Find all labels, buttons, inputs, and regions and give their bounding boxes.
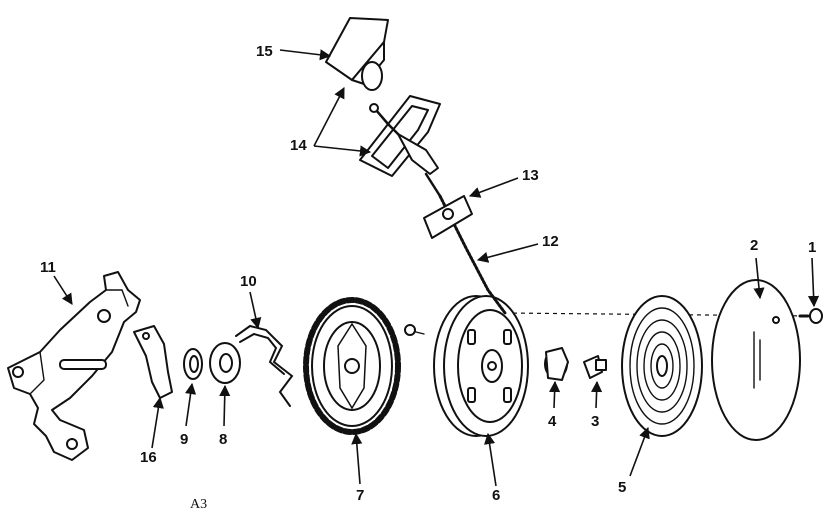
leader-4 — [549, 380, 561, 409]
callout-12: 12 — [542, 233, 559, 250]
leader-7 — [351, 432, 363, 485]
leader-16 — [151, 396, 164, 449]
leader-8 — [219, 384, 231, 427]
callout-15: 15 — [256, 43, 273, 60]
callout-2: 2 — [750, 237, 758, 254]
gear — [303, 297, 401, 435]
callout-6: 6 — [492, 487, 500, 504]
leader-14b — [313, 145, 372, 157]
callout-9: 9 — [180, 431, 188, 448]
leader-12 — [476, 243, 539, 263]
callout-4: 4 — [548, 413, 557, 430]
leader-3 — [591, 380, 603, 409]
lever-pawl — [133, 325, 173, 399]
leader-14a — [313, 87, 345, 147]
washer — [209, 342, 241, 384]
leader-15 — [279, 49, 332, 61]
leader-11 — [53, 275, 73, 305]
figure-code: A3 — [190, 497, 207, 512]
screw — [583, 355, 607, 379]
leader-9 — [185, 382, 197, 427]
leader-5 — [629, 426, 650, 477]
recoil-spring — [621, 295, 703, 437]
leader-2 — [753, 257, 765, 300]
leader-13 — [468, 177, 519, 198]
leader-6 — [483, 432, 497, 487]
leader-1 — [807, 257, 820, 308]
retainer-clip — [183, 348, 203, 380]
small-nut — [404, 324, 425, 336]
callout-14: 14 — [290, 137, 307, 154]
callout-5: 5 — [618, 479, 626, 496]
callout-1: 1 — [808, 239, 816, 256]
callout-3: 3 — [591, 413, 599, 430]
wire-spring — [235, 324, 294, 407]
leader-10 — [249, 291, 262, 330]
handle-insert — [325, 17, 389, 91]
callout-16: 16 — [140, 449, 157, 466]
mounting-bracket — [7, 271, 141, 461]
cover-screw — [798, 308, 823, 324]
callout-11: 11 — [40, 259, 56, 276]
cam-pawl — [544, 347, 569, 381]
callout-10: 10 — [240, 273, 257, 290]
starter-handle — [359, 95, 442, 198]
callout-13: 13 — [522, 167, 539, 184]
rope-pulley — [433, 295, 529, 437]
cover-plate — [711, 279, 801, 441]
callout-8: 8 — [219, 431, 227, 448]
rope-guide-plate — [423, 195, 473, 239]
callout-7: 7 — [356, 487, 364, 504]
